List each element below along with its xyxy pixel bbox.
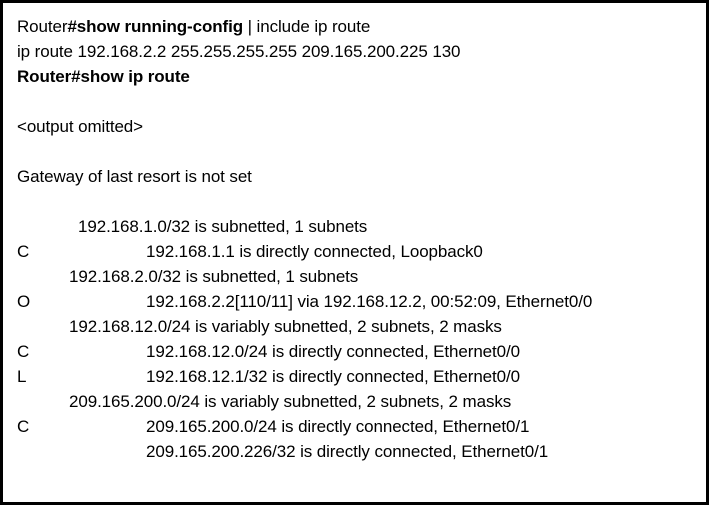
route-entry-text: 192.168.12.0/24 is directly connected, E…	[146, 342, 520, 361]
gateway-of-last-resort-line: Gateway of last resort is not set	[17, 167, 252, 186]
output-ip-route-static: ip route 192.168.2.2 255.255.255.255 209…	[17, 39, 706, 64]
route-table-row: 209.165.200.0/24 is variably subnetted, …	[17, 389, 706, 414]
cmd-show-running-config-segment-0: Router	[17, 17, 68, 36]
prompt-lines-group: Router#show running-config | include ip …	[17, 14, 706, 89]
route-table-row: 209.165.200.226/32 is directly connected…	[17, 439, 706, 464]
route-entry-text: 192.168.2.2[110/11] via 192.168.12.2, 00…	[146, 292, 593, 311]
blank-line	[17, 189, 706, 214]
subnet-header-text: 209.165.200.0/24 is variably subnetted, …	[69, 392, 512, 411]
subnet-header-text: 192.168.12.0/24 is variably subnetted, 2…	[69, 317, 502, 336]
route-entry-text: 209.165.200.0/24 is directly connected, …	[146, 417, 530, 436]
cmd-show-running-config-segment-2: | include ip route	[242, 17, 371, 36]
route-entry-text: 192.168.12.1/32 is directly connected, E…	[146, 367, 520, 386]
route-table-row: 192.168.12.0/24 is variably subnetted, 2…	[17, 314, 706, 339]
blank-line	[17, 89, 706, 114]
cmd-show-running-config-segment-1: #show running-config	[67, 17, 243, 36]
blank-line	[17, 139, 706, 164]
route-table-row: 192.168.2.0/32 is subnetted, 1 subnets	[17, 264, 706, 289]
output-omitted-line: <output omitted>	[17, 117, 143, 136]
route-table-row: 192.168.1.0/32 is subnetted, 1 subnets	[17, 214, 706, 239]
route-entry-text: 209.165.200.226/32 is directly connected…	[146, 442, 549, 461]
cmd-show-running-config: Router#show running-config | include ip …	[17, 14, 706, 39]
output-ip-route-static-segment-0: ip route 192.168.2.2 255.255.255.255 209…	[17, 42, 461, 61]
route-entry-text: 192.168.1.1 is directly connected, Loopb…	[146, 242, 483, 261]
subnet-header-text: 192.168.1.0/32 is subnetted, 1 subnets	[78, 217, 368, 236]
subnet-header-text: 192.168.2.0/32 is subnetted, 1 subnets	[69, 267, 359, 286]
cmd-show-ip-route: Router#show ip route	[17, 64, 706, 89]
cmd-show-ip-route-segment-0: Router#show ip route	[17, 67, 190, 86]
